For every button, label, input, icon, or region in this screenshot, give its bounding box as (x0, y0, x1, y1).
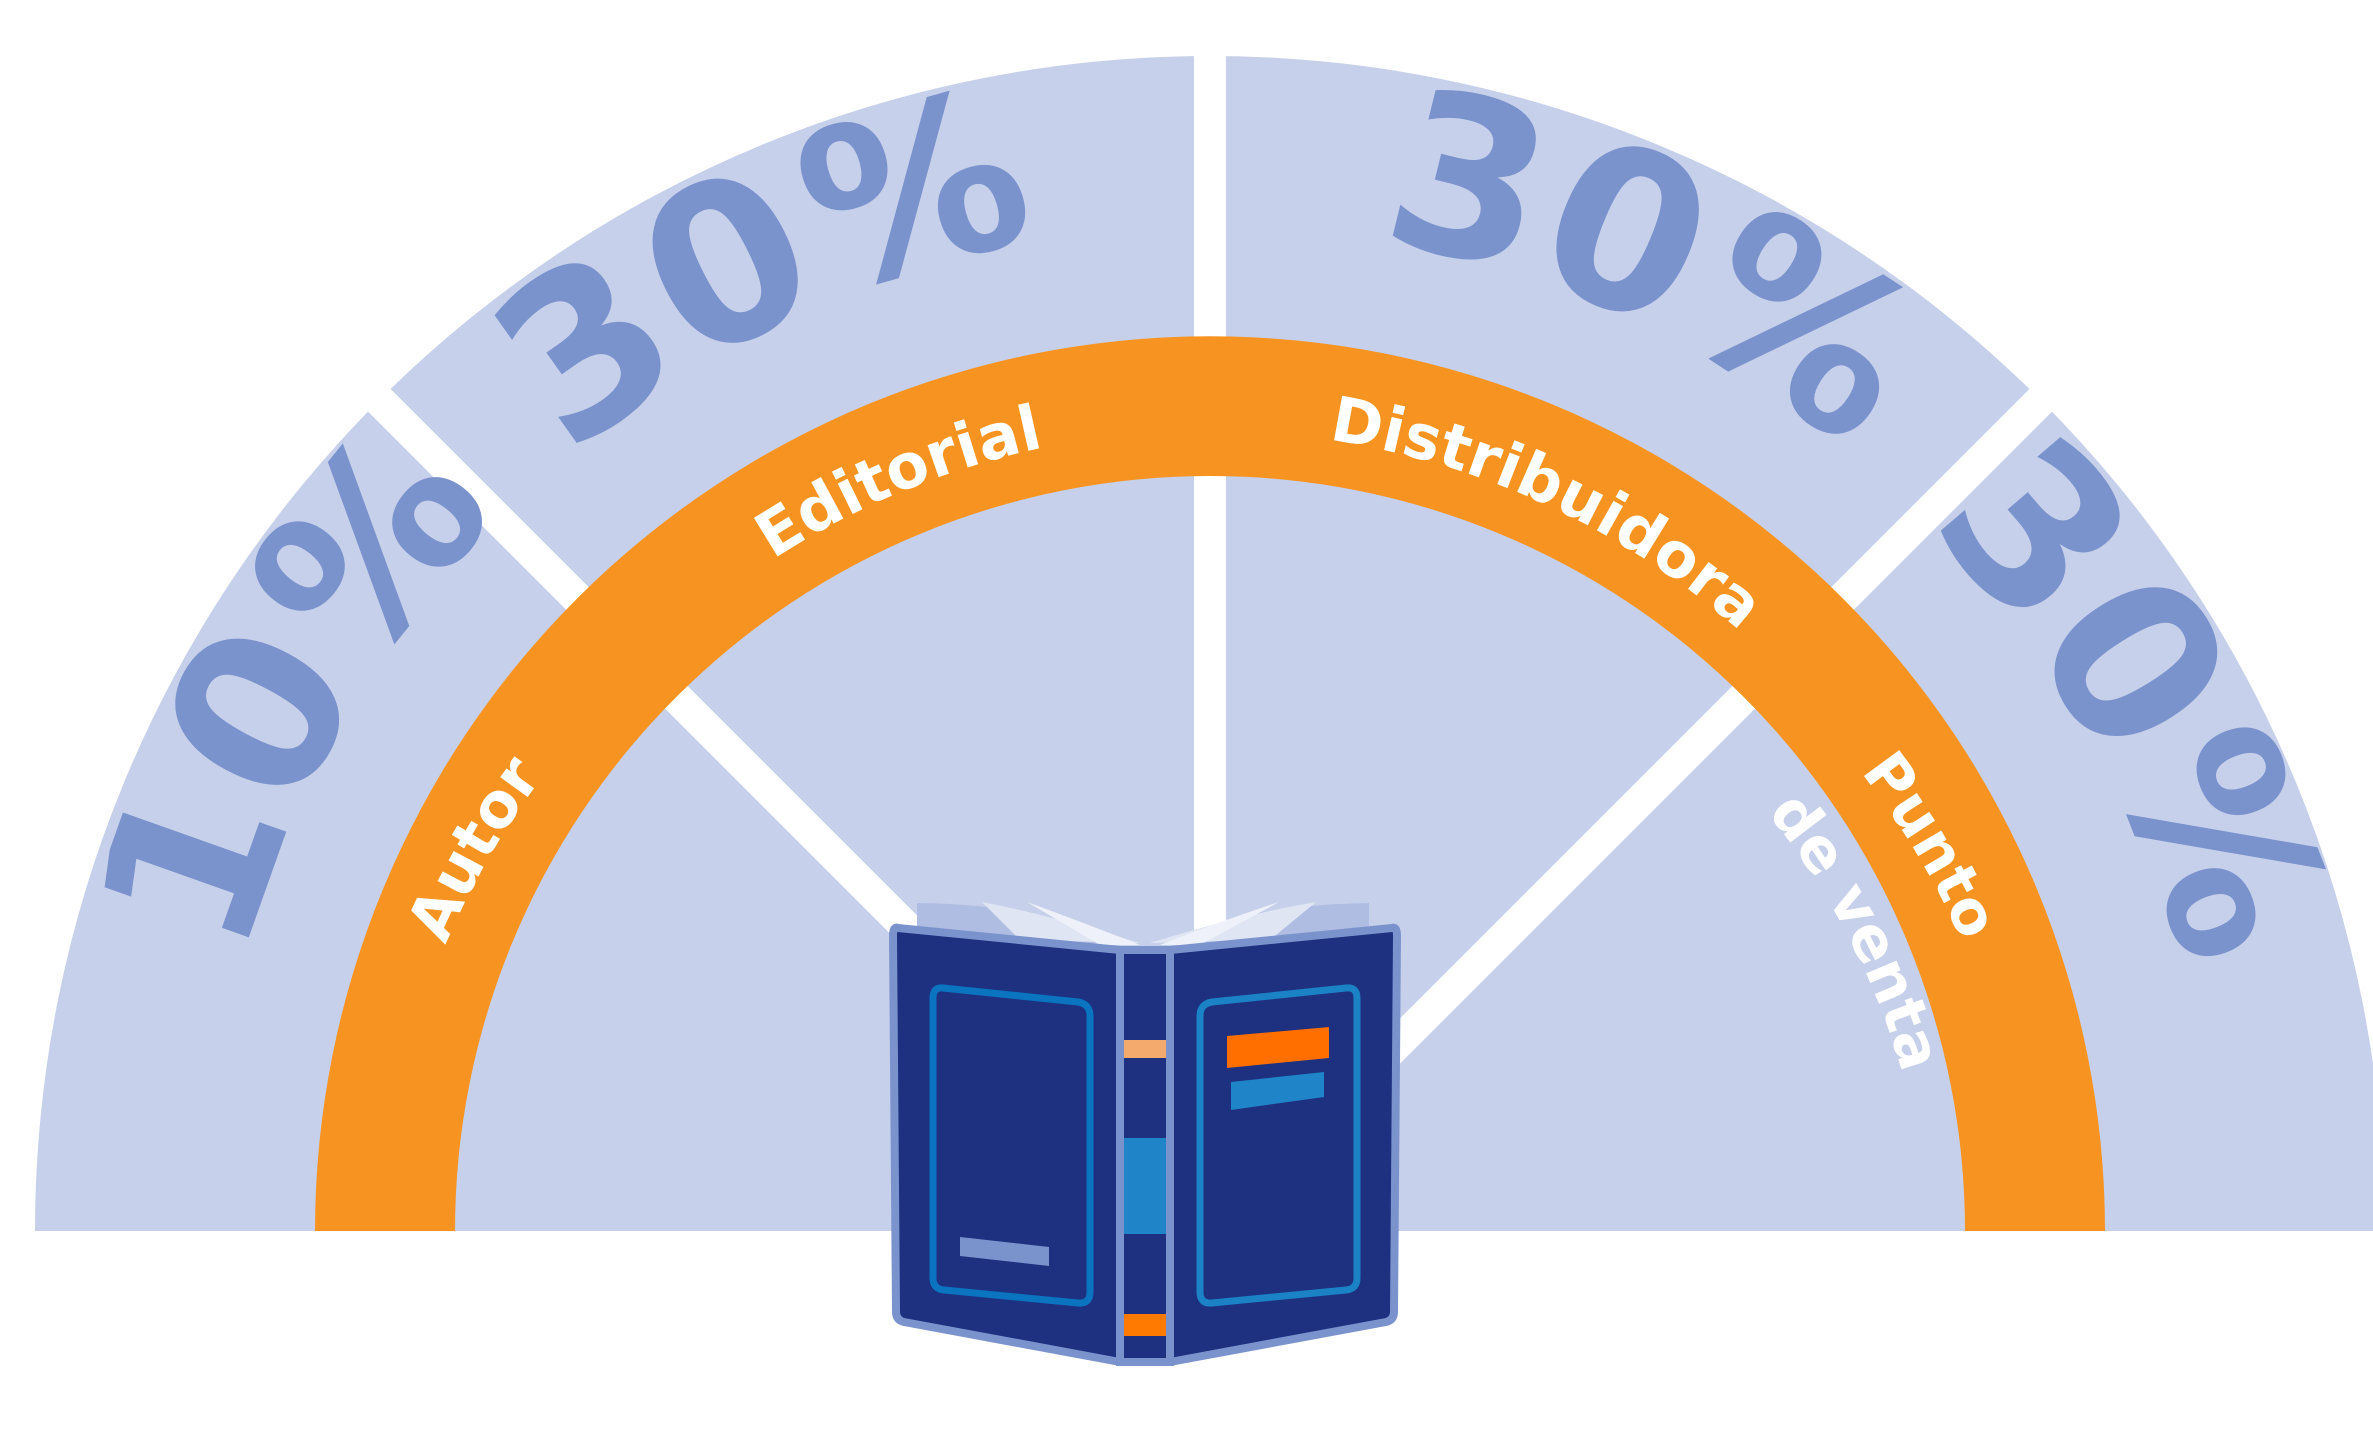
sector-punto-de-venta (1210, 400, 2373, 1231)
book-pages-left-sheet2 (1027, 902, 1140, 945)
book-frame-left (929, 984, 1094, 1307)
orange-band (315, 336, 2105, 1231)
book-pages-right-sheet2 (1160, 902, 1279, 945)
book-cover-right (1166, 923, 1401, 1366)
sector-distribuidora (1210, 56, 2041, 1231)
spine-band-orange (1124, 1314, 1166, 1336)
spine-band-light-orange (1124, 1040, 1166, 1058)
book-cover-left (889, 923, 1124, 1366)
book-right-bar-orange (1227, 1027, 1329, 1068)
open-book-icon (889, 902, 1401, 1366)
book-right-bar-blue (1231, 1072, 1324, 1110)
book-frame-right (1196, 984, 1361, 1307)
book-left-bar (960, 1237, 1049, 1266)
spine-band-blue (1124, 1138, 1166, 1234)
